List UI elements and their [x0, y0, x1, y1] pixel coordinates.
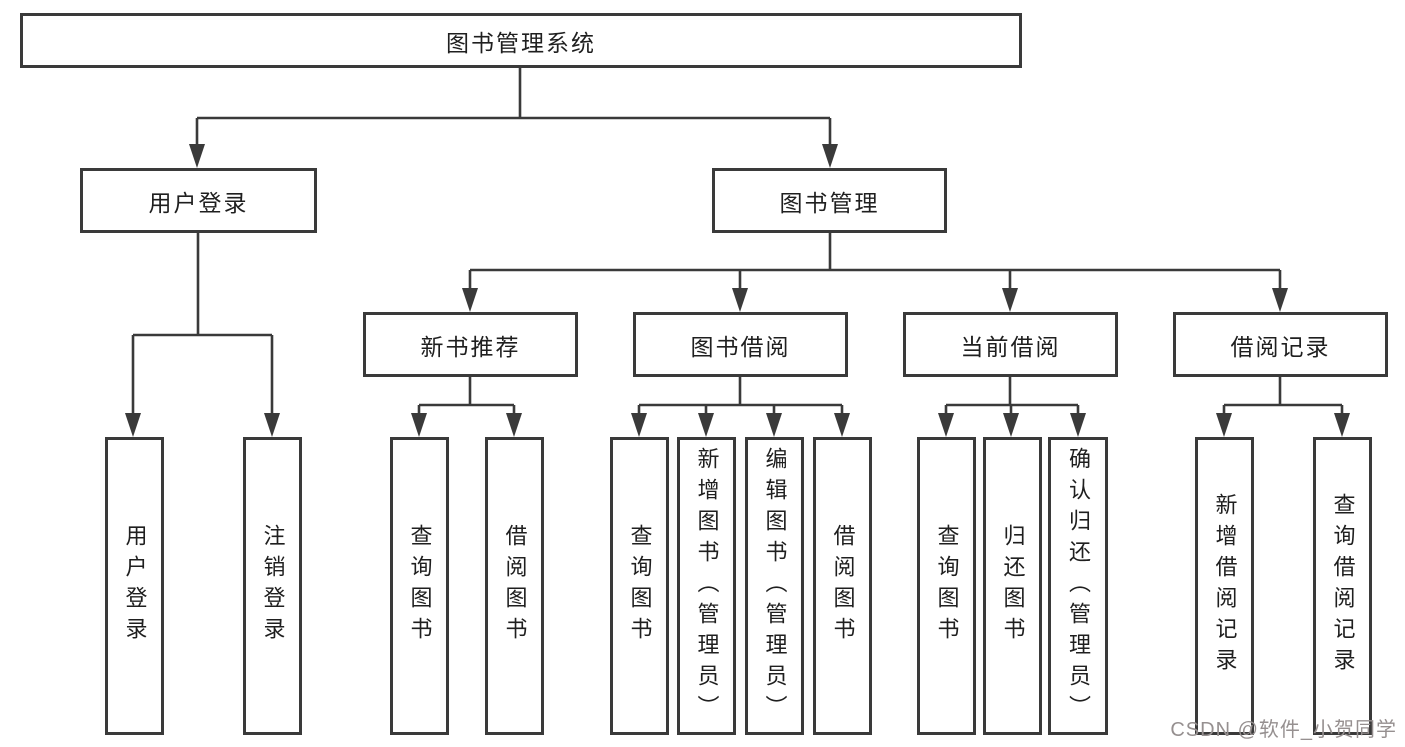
node-borrow-records: 借阅记录	[1173, 312, 1388, 377]
node-leaf-borrow-books-borrow: 借阅图书	[813, 437, 872, 735]
node-new-book-recommend-label: 新书推荐	[420, 333, 521, 360]
node-leaf-borrow-books-recommend-label: 借阅图书	[502, 524, 528, 648]
node-leaf-user-login-label: 用户登录	[122, 524, 148, 648]
node-leaf-query-books-current: 查询图书	[917, 437, 976, 735]
node-leaf-query-borrow-record-label: 查询借阅记录	[1330, 493, 1356, 679]
node-library-system-label: 图书管理系统	[446, 29, 596, 56]
node-new-book-recommend: 新书推荐	[363, 312, 578, 377]
node-leaf-return-book-label: 归还图书	[1000, 524, 1026, 648]
node-user-login-label: 用户登录	[148, 189, 249, 216]
node-leaf-edit-book-admin-label: 编辑图书（管理员）	[762, 446, 788, 726]
node-leaf-logout-label: 注销登录	[260, 524, 286, 648]
node-leaf-logout: 注销登录	[243, 437, 302, 735]
node-leaf-user-login: 用户登录	[105, 437, 164, 735]
node-leaf-add-book-admin: 新增图书（管理员）	[677, 437, 736, 735]
node-book-borrow: 图书借阅	[633, 312, 848, 377]
node-borrow-records-label: 借阅记录	[1230, 333, 1331, 360]
node-book-management: 图书管理	[712, 168, 947, 233]
node-leaf-query-books-borrow: 查询图书	[610, 437, 669, 735]
node-leaf-query-books-recommend: 查询图书	[390, 437, 449, 735]
node-current-borrow-label: 当前借阅	[960, 333, 1061, 360]
node-leaf-query-books-current-label: 查询图书	[934, 524, 960, 648]
watermark: CSDN @软件_小贺同学	[1170, 719, 1397, 741]
node-leaf-confirm-return-admin: 确认归还（管理员）	[1048, 437, 1108, 735]
node-book-management-label: 图书管理	[779, 189, 880, 216]
node-leaf-return-book: 归还图书	[983, 437, 1042, 735]
node-leaf-add-borrow-record: 新增借阅记录	[1195, 437, 1254, 735]
node-book-borrow-label: 图书借阅	[690, 333, 791, 360]
node-user-login: 用户登录	[80, 168, 317, 233]
node-leaf-query-borrow-record: 查询借阅记录	[1313, 437, 1372, 735]
node-leaf-edit-book-admin: 编辑图书（管理员）	[745, 437, 804, 735]
node-leaf-query-books-recommend-label: 查询图书	[407, 524, 433, 648]
node-leaf-add-book-admin-label: 新增图书（管理员）	[694, 446, 720, 726]
node-leaf-borrow-books-recommend: 借阅图书	[485, 437, 544, 735]
node-current-borrow: 当前借阅	[903, 312, 1118, 377]
node-leaf-add-borrow-record-label: 新增借阅记录	[1212, 493, 1238, 679]
node-leaf-query-books-borrow-label: 查询图书	[627, 524, 653, 648]
node-leaf-confirm-return-admin-label: 确认归还（管理员）	[1066, 446, 1091, 726]
node-leaf-borrow-books-borrow-label: 借阅图书	[830, 524, 856, 648]
node-library-system: 图书管理系统	[20, 13, 1022, 68]
